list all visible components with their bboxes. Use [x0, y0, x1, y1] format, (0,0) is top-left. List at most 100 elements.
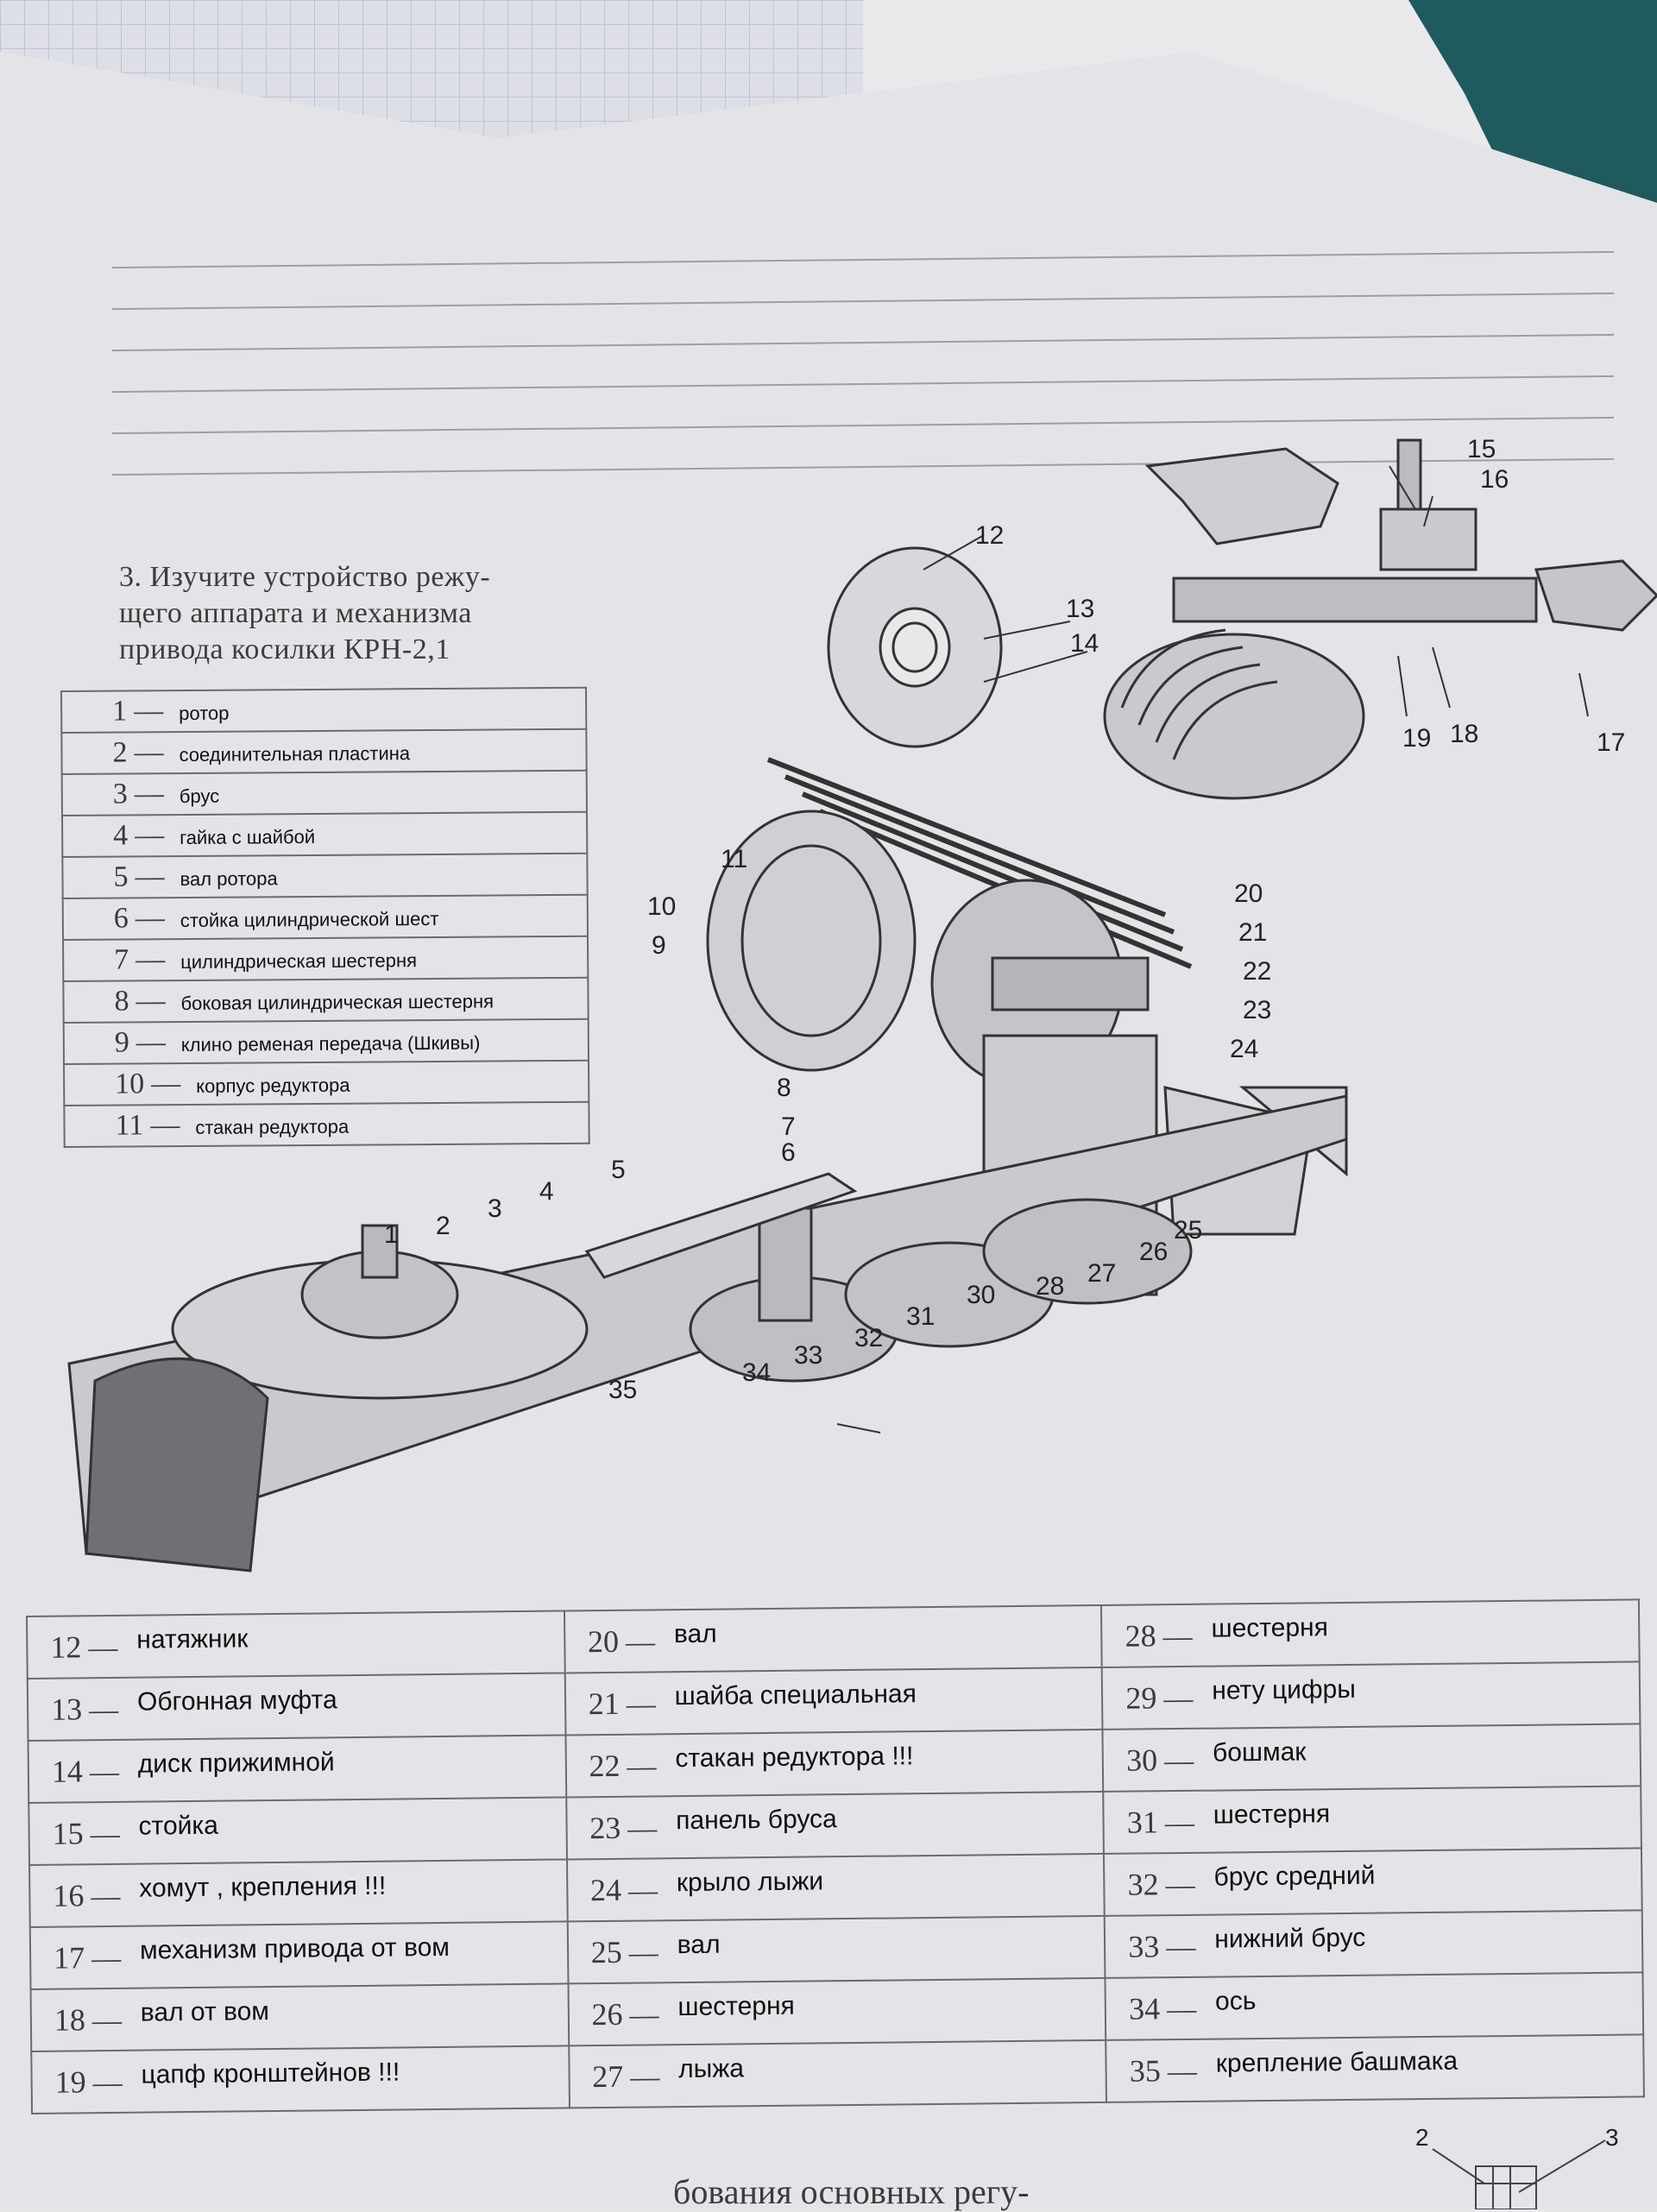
answer-text: вал: [677, 1930, 721, 1960]
dash: —: [628, 1937, 658, 1969]
task-title-line: 3. Изучите устройство режу-: [119, 561, 491, 593]
answer-text: вал от вом: [140, 1997, 270, 2027]
item-number: 32: [1127, 1867, 1159, 1902]
callout-12: 12: [975, 521, 1004, 550]
item-number: 21: [588, 1686, 620, 1722]
callout-28: 28: [1036, 1272, 1064, 1301]
callout-13: 13: [1066, 595, 1094, 623]
answer-text: вал: [673, 1619, 717, 1649]
answer-text: хомут , крепления !!!: [139, 1871, 387, 1903]
dash: —: [1165, 1869, 1195, 1902]
dash: —: [1163, 1682, 1194, 1716]
callout-18: 18: [1450, 720, 1478, 748]
answer-text: нету цифры: [1212, 1674, 1357, 1705]
callout-19: 19: [1402, 724, 1431, 753]
dash: —: [1167, 2055, 1198, 2089]
mini-diagram-label-2: 2: [1415, 2124, 1429, 2151]
dash: —: [1163, 1744, 1194, 1778]
tensioner-disk-drawing: [827, 546, 1003, 748]
callout-7: 7: [781, 1112, 796, 1141]
answer-text: шестерня: [677, 1991, 795, 2022]
item-number: 29: [1125, 1680, 1157, 1716]
mower-mechanism-diagram: 12 13 14 15 16 17 18 19 20 21 22 23 24 2…: [67, 435, 1657, 1572]
dash: —: [1164, 1806, 1195, 1840]
item-number: 33: [1128, 1929, 1160, 1964]
dash: —: [1166, 1993, 1197, 2026]
callout-27: 27: [1087, 1259, 1116, 1288]
answer-text: стойка: [138, 1811, 219, 1841]
mini-diagram-label-3: 3: [1605, 2124, 1619, 2151]
answer-text: механизм привода от вом: [139, 1932, 450, 1965]
item-number: 14: [51, 1754, 84, 1789]
answer-text: бошмак: [1212, 1737, 1307, 1768]
item-number: 25: [590, 1934, 622, 1970]
answer-text: стакан редуктора !!!: [675, 1742, 914, 1774]
answer-text: нижний брус: [1214, 1923, 1366, 1954]
item-number: 31: [1126, 1805, 1159, 1840]
dash: —: [1166, 1931, 1196, 1964]
mini-diagram: 2 3: [1415, 2124, 1619, 2209]
item-number: 35: [1129, 2053, 1162, 2089]
item-number: 12: [50, 1629, 82, 1665]
callout-14: 14: [1070, 629, 1099, 658]
item-number: 22: [589, 1748, 621, 1784]
callout-9: 9: [652, 931, 666, 960]
dash: —: [630, 2061, 660, 2094]
dash: —: [629, 1999, 659, 2032]
answer-text: шайба специальная: [674, 1679, 917, 1711]
item-number: 23: [589, 1810, 621, 1846]
task-title-line: привода косилки КРН-2,1: [119, 633, 450, 665]
dash: —: [91, 1880, 121, 1913]
callout-26: 26: [1139, 1238, 1168, 1266]
worksheet-page: [0, 52, 1657, 2209]
callout-22: 22: [1243, 957, 1271, 986]
footer-text: бования основных регу-: [673, 2172, 1030, 2211]
answer-text: шестерня: [1211, 1613, 1329, 1643]
answer-text: крепление башмака: [1215, 2046, 1459, 2078]
item-number: 24: [589, 1872, 622, 1908]
pto-drive-drawing: [1103, 438, 1657, 800]
answer-text: ось: [1214, 1987, 1257, 2016]
answer-text: диск прижимной: [137, 1748, 335, 1779]
item-number: 27: [592, 2058, 624, 2095]
callout-8: 8: [777, 1074, 791, 1102]
item-number: 17: [53, 1940, 85, 1976]
answer-text: брус средний: [1213, 1861, 1376, 1892]
dash: —: [1162, 1620, 1193, 1654]
cutter-bar-drawing: [67, 1094, 1348, 1572]
callout-31: 31: [906, 1302, 935, 1331]
callout-35: 35: [608, 1376, 637, 1404]
callout-11: 11: [721, 845, 747, 873]
item-number: 19: [54, 2064, 86, 2100]
dash: —: [91, 1942, 122, 1976]
callout-20: 20: [1234, 879, 1263, 908]
dash: —: [88, 1693, 119, 1727]
item-number: 30: [1125, 1743, 1158, 1778]
callout-32: 32: [854, 1324, 883, 1352]
item-number: 20: [587, 1623, 620, 1660]
answer-text: лыжа: [678, 2054, 745, 2084]
callout-16: 16: [1480, 465, 1509, 494]
dash: —: [627, 1750, 657, 1783]
callout-30: 30: [967, 1281, 995, 1309]
callout-15: 15: [1467, 435, 1496, 463]
callout-10: 10: [647, 892, 676, 921]
callout-25: 25: [1174, 1216, 1202, 1245]
item-number: 34: [1128, 1991, 1161, 2026]
dash: —: [88, 1631, 118, 1665]
gearbox-drawing: [706, 810, 1348, 1296]
dash: —: [625, 1626, 656, 1659]
dash: —: [91, 2004, 123, 2038]
dash: —: [90, 1818, 120, 1851]
answer-text: натяжник: [136, 1624, 249, 1654]
task-title-line: щего аппарата и механизма: [119, 597, 472, 629]
item-number: 15: [52, 1816, 84, 1851]
callout-21: 21: [1238, 918, 1267, 947]
dash: —: [626, 1688, 656, 1721]
item-number: 28: [1125, 1618, 1156, 1654]
item-number: 13: [50, 1692, 83, 1727]
answer-text: панель бруса: [676, 1805, 837, 1836]
callout-33: 33: [794, 1341, 822, 1370]
callout-34: 34: [742, 1358, 771, 1387]
